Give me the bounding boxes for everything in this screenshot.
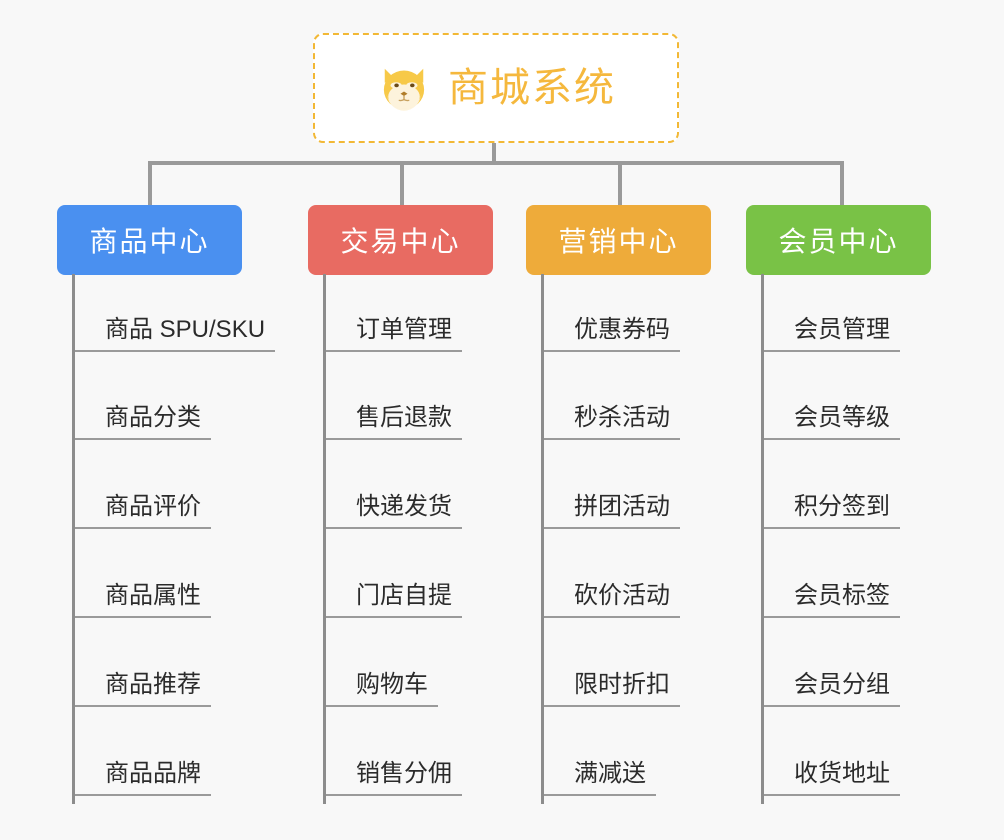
shiba-dog-icon (383, 68, 425, 111)
leaf-underline (75, 438, 211, 440)
leaf-item[interactable]: 限时折扣 (544, 673, 680, 707)
leaf-underline (544, 794, 656, 796)
leaf-label: 限时折扣 (574, 671, 670, 698)
leaf-label: 售后退款 (356, 404, 452, 431)
leaf-item[interactable]: 商品 SPU/SKU (75, 316, 276, 352)
connector-drop-1 (148, 161, 152, 205)
leaf-item[interactable]: 满减送 (544, 762, 656, 796)
category-box-product-center[interactable]: 商品中心 (57, 205, 242, 275)
connector-drop-2 (400, 161, 404, 205)
leaf-underline (764, 705, 900, 707)
leaf-underline (326, 794, 462, 796)
connector-drop-4 (840, 161, 844, 205)
leaf-item[interactable]: 收货地址 (764, 762, 900, 796)
leaf-item[interactable]: 购物车 (326, 673, 438, 707)
leaf-label: 优惠券码 (574, 316, 670, 343)
leaf-underline (326, 527, 462, 529)
leaf-label: 会员分组 (794, 671, 890, 698)
leaf-item[interactable]: 商品品牌 (75, 762, 211, 796)
leaf-item[interactable]: 商品属性 (75, 584, 211, 618)
leaf-label: 商品品牌 (105, 760, 201, 787)
leaf-label: 商品 SPU/SKU (105, 316, 266, 343)
leaf-label: 会员等级 (794, 404, 890, 431)
category-label: 会员中心 (778, 226, 899, 257)
leaf-underline (75, 350, 276, 352)
leaf-label: 商品推荐 (105, 671, 201, 698)
connector-drop-3 (618, 161, 622, 205)
leaf-underline (764, 794, 900, 796)
leaf-spine (72, 274, 75, 804)
category-label: 营销中心 (558, 226, 679, 257)
leaf-label: 商品评价 (105, 493, 201, 520)
leaf-underline (75, 616, 211, 618)
leaf-underline (544, 527, 680, 529)
leaf-spine (541, 274, 544, 804)
leaf-item[interactable]: 商品推荐 (75, 673, 211, 707)
leaf-underline (764, 616, 900, 618)
leaf-underline (544, 616, 680, 618)
leaf-underline (544, 350, 680, 352)
leaf-item[interactable]: 会员标签 (764, 584, 900, 618)
category-box-member-center[interactable]: 会员中心 (746, 205, 931, 275)
leaf-spine (761, 274, 764, 804)
leaf-underline (75, 527, 211, 529)
leaf-item[interactable]: 优惠券码 (544, 318, 680, 352)
leaf-underline (326, 705, 438, 707)
leaf-label: 快递发货 (356, 493, 452, 520)
leaf-label: 会员标签 (794, 582, 890, 609)
leaf-label: 商品分类 (105, 404, 201, 431)
leaf-item[interactable]: 会员等级 (764, 406, 900, 440)
connector-horizontal-bus (150, 161, 842, 165)
leaf-item[interactable]: 会员管理 (764, 318, 900, 352)
leaf-label: 订单管理 (356, 316, 452, 343)
leaf-item[interactable]: 拼团活动 (544, 495, 680, 529)
leaf-label: 购物车 (356, 671, 428, 698)
leaf-label: 砍价活动 (574, 582, 670, 609)
category-box-transaction-center[interactable]: 交易中心 (308, 205, 493, 275)
leaf-underline (326, 438, 462, 440)
leaf-spine (323, 274, 326, 804)
root-node-title: 商城系统 (448, 66, 616, 110)
leaf-label: 销售分佣 (356, 760, 452, 787)
category-label: 交易中心 (340, 226, 461, 257)
leaf-item[interactable]: 会员分组 (764, 673, 900, 707)
leaf-underline (764, 350, 900, 352)
leaf-item[interactable]: 秒杀活动 (544, 406, 680, 440)
leaf-underline (764, 527, 900, 529)
leaf-label: 会员管理 (794, 316, 890, 343)
leaf-item[interactable]: 积分签到 (764, 495, 900, 529)
leaf-label: 拼团活动 (574, 493, 670, 520)
leaf-underline (764, 438, 900, 440)
leaf-item[interactable]: 门店自提 (326, 584, 462, 618)
leaf-item[interactable]: 商品评价 (75, 495, 211, 529)
leaf-label: 门店自提 (356, 582, 452, 609)
leaf-item[interactable]: 销售分佣 (326, 762, 462, 796)
leaf-label: 秒杀活动 (574, 404, 670, 431)
leaf-underline (75, 794, 211, 796)
leaf-underline (75, 705, 211, 707)
leaf-underline (544, 438, 680, 440)
root-node-mall-system[interactable]: 商城系统 (313, 33, 679, 143)
leaf-item[interactable]: 砍价活动 (544, 584, 680, 618)
leaf-item[interactable]: 售后退款 (326, 406, 462, 440)
leaf-item[interactable]: 快递发货 (326, 495, 462, 529)
leaf-label: 满减送 (574, 760, 646, 787)
leaf-underline (326, 350, 462, 352)
leaf-label: 商品属性 (105, 582, 201, 609)
category-box-marketing-center[interactable]: 营销中心 (526, 205, 711, 275)
leaf-underline (544, 705, 680, 707)
leaf-item[interactable]: 订单管理 (326, 318, 462, 352)
leaf-label: 积分签到 (794, 493, 890, 520)
category-label: 商品中心 (89, 226, 210, 257)
connector-root-stem (492, 143, 496, 163)
leaf-item[interactable]: 商品分类 (75, 406, 211, 440)
leaf-underline (326, 616, 462, 618)
leaf-label: 收货地址 (794, 760, 890, 787)
